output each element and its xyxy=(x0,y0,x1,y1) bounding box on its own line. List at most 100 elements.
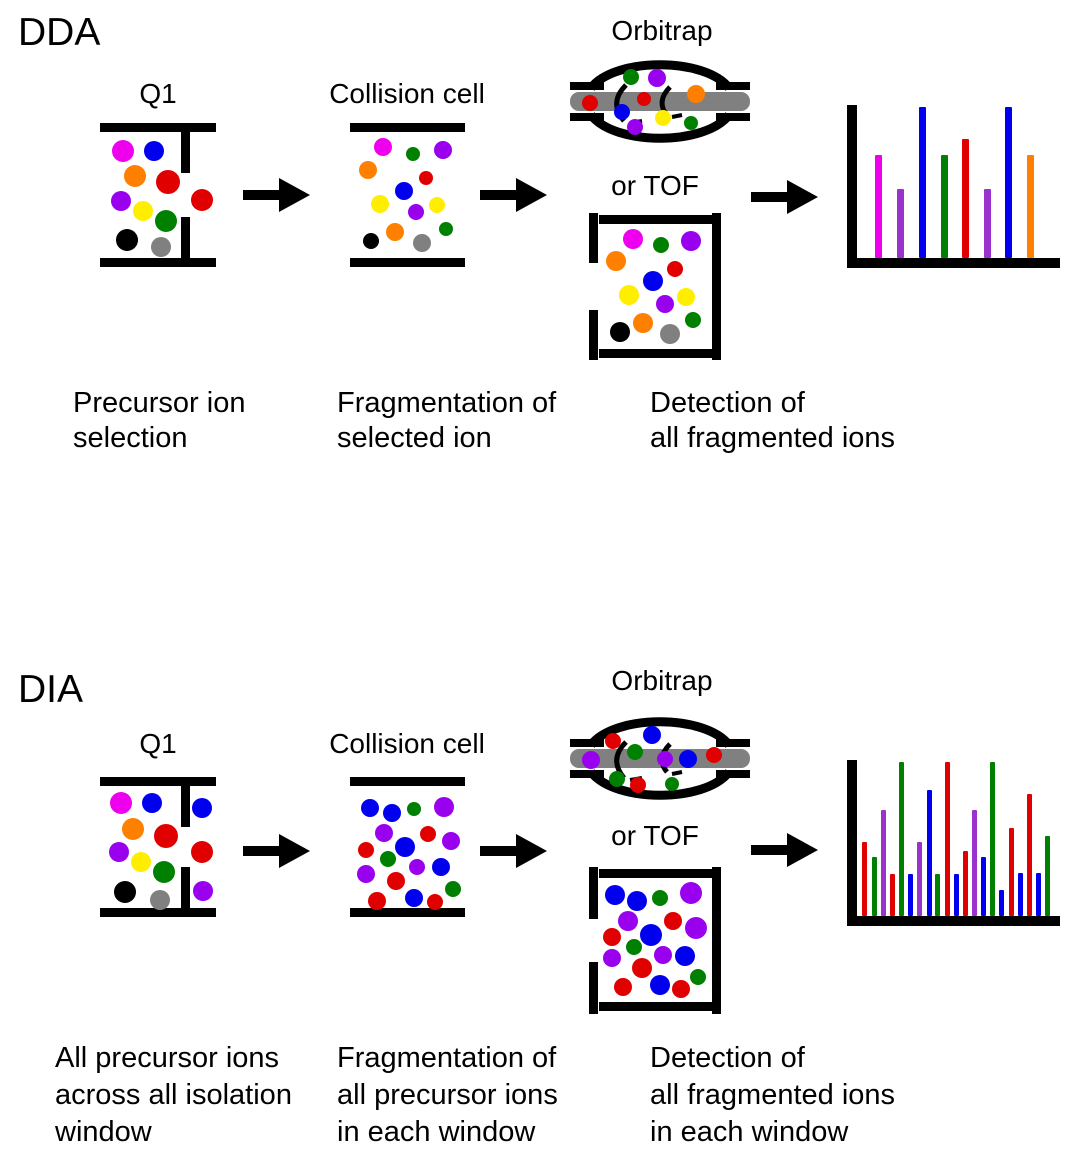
dda-arrow-q1-to-collision xyxy=(243,178,310,212)
arrow-shaft xyxy=(480,846,522,856)
dia-tof-right-wall xyxy=(712,867,721,1014)
green-ion-dot xyxy=(665,777,679,791)
dia-arrow-q1-to-collision xyxy=(243,834,310,868)
dia-q1-top-electrode xyxy=(100,777,216,786)
blue-ion-dot xyxy=(614,104,630,120)
dia-orbitrap-label: Orbitrap xyxy=(611,665,713,696)
red-ion-dot xyxy=(614,978,632,996)
blue-spectrum-peak xyxy=(981,857,986,916)
red-ion-dot xyxy=(664,912,682,930)
blue-ion-dot xyxy=(643,726,661,744)
red-ion-dot xyxy=(672,980,690,998)
green-ion-dot xyxy=(407,802,421,816)
green-spectrum-peak xyxy=(935,874,940,916)
dda-q1-slit-top xyxy=(181,123,190,173)
black-ion-dot xyxy=(363,233,379,249)
blue-spectrum-peak xyxy=(919,107,926,258)
green-ion-dot xyxy=(652,890,668,906)
magenta-ion-dot xyxy=(112,140,134,162)
dda-tof-left-wall-bottom xyxy=(589,310,598,360)
dda-tof-bottom-wall xyxy=(599,349,716,358)
gray-ion-dot xyxy=(151,237,171,257)
arrow-shaft xyxy=(243,190,285,200)
blue-spectrum-peak xyxy=(908,874,913,916)
green-spectrum-peak xyxy=(941,155,948,258)
violet-spectrum-peak xyxy=(897,189,904,258)
arrow-shaft xyxy=(243,846,285,856)
blue-ion-dot xyxy=(361,799,379,817)
red-ion-dot xyxy=(582,95,598,111)
blue-ion-dot xyxy=(432,858,450,876)
green-ion-dot xyxy=(653,237,669,253)
purple-ion-dot xyxy=(654,946,672,964)
arrow-head-icon xyxy=(516,178,547,212)
dda-q1-top-electrode xyxy=(100,123,216,132)
dda-tof-left-wall-top xyxy=(589,213,598,263)
orange-ion-dot xyxy=(606,251,626,271)
blue-ion-dot xyxy=(650,975,670,995)
caption-line: in each window xyxy=(337,1116,536,1148)
dda-q1-slit-bottom xyxy=(181,217,190,267)
purple-ion-dot xyxy=(685,917,707,939)
blue-ion-dot xyxy=(679,750,697,768)
blue-ion-dot xyxy=(192,798,212,818)
dda-spectrum-y-axis xyxy=(847,105,857,267)
dda-spectrum-x-axis xyxy=(847,258,1060,268)
purple-ion-dot xyxy=(434,797,454,817)
gray-ion-dot xyxy=(660,324,680,344)
green-ion-dot xyxy=(685,312,701,328)
caption-line: all fragmented ions xyxy=(650,422,896,454)
purple-ion-dot xyxy=(193,881,213,901)
blue-spectrum-peak xyxy=(1005,107,1012,258)
arrow-shaft xyxy=(751,845,793,855)
black-ion-dot xyxy=(114,881,136,903)
dia-tof-left-wall-top xyxy=(589,867,598,919)
caption-line: across all isolation xyxy=(55,1079,292,1111)
dda-tof-right-wall xyxy=(712,213,721,360)
blue-spectrum-peak xyxy=(954,874,959,916)
purple-ion-dot xyxy=(408,204,424,220)
blue-ion-dot xyxy=(405,889,423,907)
dda-q1-label: Q1 xyxy=(139,78,177,109)
purple-ion-dot xyxy=(111,191,131,211)
caption-line: Fragmentation of xyxy=(337,1042,557,1074)
dia-collision-cell-label: Collision cell xyxy=(329,728,485,759)
dda-caption-collision: Fragmentation of selected ion xyxy=(337,386,556,456)
dda-caption-q1: Precursor ion selection xyxy=(73,386,245,456)
red-spectrum-peak xyxy=(962,139,969,258)
caption-line: window xyxy=(55,1116,152,1148)
dda-caption-detection: Detection of all fragmented ions xyxy=(650,386,895,456)
dda-panel-title: DDA xyxy=(18,11,101,54)
green-ion-dot xyxy=(627,744,643,760)
magenta-ion-dot xyxy=(623,229,643,249)
arrow-head-icon xyxy=(279,834,310,868)
dia-q1-slit-top xyxy=(181,777,190,827)
red-spectrum-peak xyxy=(945,762,950,916)
red-ion-dot xyxy=(630,777,646,793)
dia-panel-title: DIA xyxy=(18,668,84,711)
caption-line: Fragmentation of xyxy=(337,387,557,419)
green-ion-dot xyxy=(609,771,625,787)
green-spectrum-peak xyxy=(899,762,904,916)
violet-spectrum-peak xyxy=(972,810,977,916)
red-ion-dot xyxy=(603,928,621,946)
blue-ion-dot xyxy=(383,804,401,822)
blue-ion-dot xyxy=(627,891,647,911)
red-spectrum-peak xyxy=(1009,828,1014,916)
green-ion-dot xyxy=(690,969,706,985)
dia-tof-left-wall-bottom xyxy=(589,962,598,1014)
dia-spectrum-x-axis xyxy=(847,916,1060,926)
red-spectrum-peak xyxy=(890,874,895,916)
yellow-ion-dot xyxy=(677,288,695,306)
black-ion-dot xyxy=(116,229,138,251)
green-ion-dot xyxy=(445,881,461,897)
red-spectrum-peak xyxy=(862,842,867,916)
green-ion-dot xyxy=(406,147,420,161)
orange-ion-dot xyxy=(386,223,404,241)
dda-tof-top-wall xyxy=(599,215,716,224)
gray-ion-dot xyxy=(150,890,170,910)
arrow-head-icon xyxy=(516,834,547,868)
blue-spectrum-peak xyxy=(1036,873,1041,916)
purple-ion-dot xyxy=(603,949,621,967)
caption-line: all fragmented ions xyxy=(650,1079,896,1111)
